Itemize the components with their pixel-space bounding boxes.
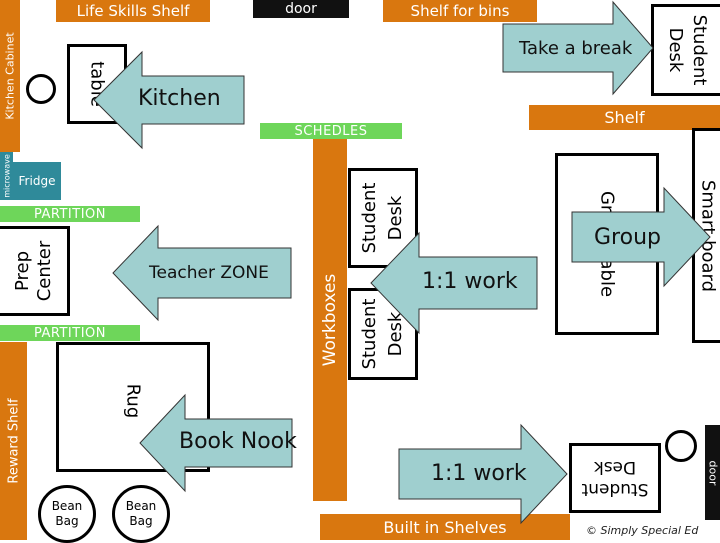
kitchen-cabinet-label: Kitchen Cabinet (3, 32, 17, 120)
bean-bag-2-line2: Bag (129, 514, 153, 528)
microwave: microwave (0, 152, 13, 200)
reward-shelf: Reward Shelf (0, 342, 27, 540)
prep-center-line1: Prep (11, 250, 33, 292)
kitchen-label: Kitchen (138, 86, 221, 111)
built-in-shelves: Built in Shelves (320, 514, 570, 540)
bean-bag-1-line1: Bean (51, 499, 83, 513)
one-on-one-work-bottom-label: 1:1 work (431, 461, 527, 486)
bean-bag-1-line2: Bag (55, 514, 79, 528)
teacher-zone-arrow-icon (112, 224, 292, 322)
shelf-for-bins: Shelf for bins (383, 0, 537, 22)
bean-bag-2: Bean Bag (112, 485, 170, 543)
shelf-right-label: Shelf (604, 108, 645, 127)
one-on-one-work-top-label: 1:1 work (422, 269, 518, 294)
group-label: Group (594, 225, 661, 250)
door-right: door (705, 425, 720, 520)
group-arrow-icon (571, 186, 711, 288)
student-desk-top-right: Student Desk (651, 4, 720, 96)
kitchen-cabinet: Kitchen Cabinet (0, 0, 20, 152)
partition-bottom: PARTITION (0, 325, 140, 341)
fridge-label: Fridge (18, 174, 56, 188)
student-desk-top-right-line2: Desk (665, 27, 686, 73)
copyright-label: © Simply Special Ed (586, 524, 699, 537)
shelf-right: Shelf (529, 105, 720, 130)
door-right-label: door (706, 460, 719, 485)
bean-bag-2-line1: Bean (125, 499, 157, 513)
student-desk-bottom-right: Student Desk (569, 443, 661, 513)
microwave-label: microwave (2, 154, 11, 198)
schedules-board: SCHEDLES (260, 123, 402, 139)
student-desk-center-bottom: Student Desk (348, 288, 418, 380)
prep-center: Prep Center (0, 226, 70, 316)
workboxes-shelf: Workboxes (313, 139, 347, 501)
door-top: door (253, 0, 349, 18)
partition-bottom-label: PARTITION (34, 325, 106, 341)
student-desk-top-right-line1: Student (689, 14, 710, 86)
kitchen-arrow-icon (93, 50, 245, 150)
life-skills-shelf: Life Skills Shelf (56, 0, 210, 22)
student-desk-bottom-right-line2: Desk (593, 457, 637, 477)
one-on-one-work-bottom-arrow-icon (398, 423, 568, 525)
stool-circle-right (665, 430, 697, 462)
take-a-break-arrow-icon (502, 0, 654, 96)
bean-bag-1: Bean Bag (38, 485, 96, 543)
schedules-label: SCHEDLES (294, 123, 368, 139)
door-top-label: door (285, 1, 317, 17)
life-skills-shelf-label: Life Skills Shelf (76, 2, 190, 20)
workboxes-label: Workboxes (320, 273, 340, 367)
kitchen-stool-circle (26, 74, 56, 104)
partition-top-label: PARTITION (34, 206, 106, 222)
book-nook-label: Book Nook (179, 429, 297, 454)
take-a-break-label: Take a break (519, 38, 633, 59)
teacher-zone-label: Teacher ZONE (149, 263, 269, 283)
fridge: Fridge (13, 162, 61, 200)
partition-top: PARTITION (0, 206, 140, 222)
student-desk-bottom-right-line1: Student (581, 479, 649, 499)
copyright: © Simply Special Ed (586, 524, 698, 537)
shelf-for-bins-label: Shelf for bins (410, 2, 510, 20)
reward-shelf-label: Reward Shelf (6, 398, 21, 484)
one-on-one-work-top-arrow-icon (370, 231, 538, 335)
prep-center-line2: Center (33, 240, 55, 302)
book-nook-arrow-icon (139, 393, 293, 493)
built-in-shelves-label: Built in Shelves (383, 517, 507, 537)
